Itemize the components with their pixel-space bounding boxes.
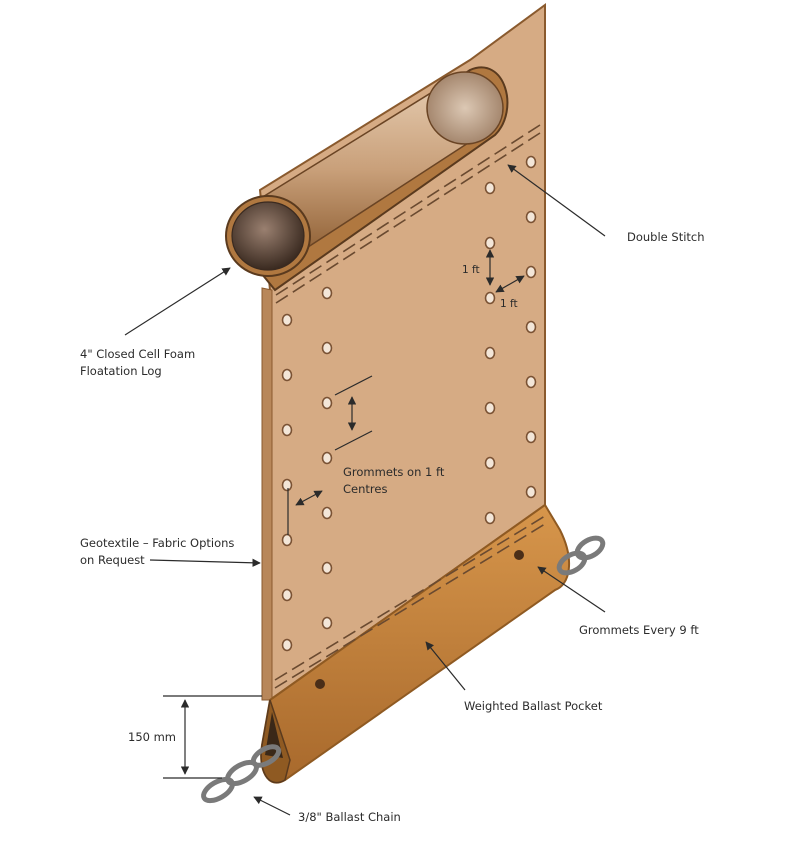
grommet [525,210,537,224]
ballast-chain-left [201,744,282,804]
grommet [525,320,537,334]
fabric-left-edge [261,287,273,701]
grommet [321,286,333,300]
label-floatation-log-line1: 4" Closed Cell Foam [80,347,196,361]
pocket-grommet [514,550,524,560]
label-grommets-centres-line2: Centres [343,482,388,496]
label-floatation-log-line2: Floatation Log [80,364,162,378]
grommet [484,236,496,250]
grommet [525,375,537,389]
grommet [525,430,537,444]
leader-lines [124,164,606,816]
grommet-spacing-markers [287,249,525,535]
pocket-grommet [315,679,325,689]
grommet [484,511,496,525]
label-geotextile-line1: Geotextile – Fabric Options [80,536,235,550]
grommet [525,265,537,279]
grommet [484,456,496,470]
floatation-log [225,66,509,292]
label-ballast-height: 150 mm [128,730,177,744]
double-stitch-top [275,124,541,304]
grommet [484,291,496,305]
grommet [321,506,333,520]
grommet [281,313,293,327]
grommet [281,423,293,437]
label-spacing-vertical: 1 ft [462,264,480,276]
grommet [321,396,333,410]
grommet [321,616,333,630]
grommet [281,368,293,382]
grommet [321,451,333,465]
label-geotextile-line2: on Request [80,553,145,567]
grommet [484,401,496,415]
label-spacing-horizontal: 1 ft [500,298,518,310]
grommet [281,478,293,492]
label-ballast-pocket: Weighted Ballast Pocket [464,699,603,713]
grommet [484,346,496,360]
grommet [321,561,333,575]
grommet [321,341,333,355]
ballast-chain-right [556,535,606,576]
label-grommets-centres-line1: Grommets on 1 ft [343,465,445,479]
grommet [281,638,293,652]
label-double-stitch: Double Stitch [627,230,705,244]
grommet [525,155,537,169]
double-stitch-pocket [274,515,546,689]
ballast-height-dimension [163,695,262,779]
grommet [281,533,293,547]
label-grommets-every: Grommets Every 9 ft [579,623,699,637]
grommet-grid [281,155,537,652]
grommet [525,485,537,499]
grommet [281,588,293,602]
grommet [484,181,496,195]
label-ballast-chain: 3/8" Ballast Chain [298,810,401,824]
